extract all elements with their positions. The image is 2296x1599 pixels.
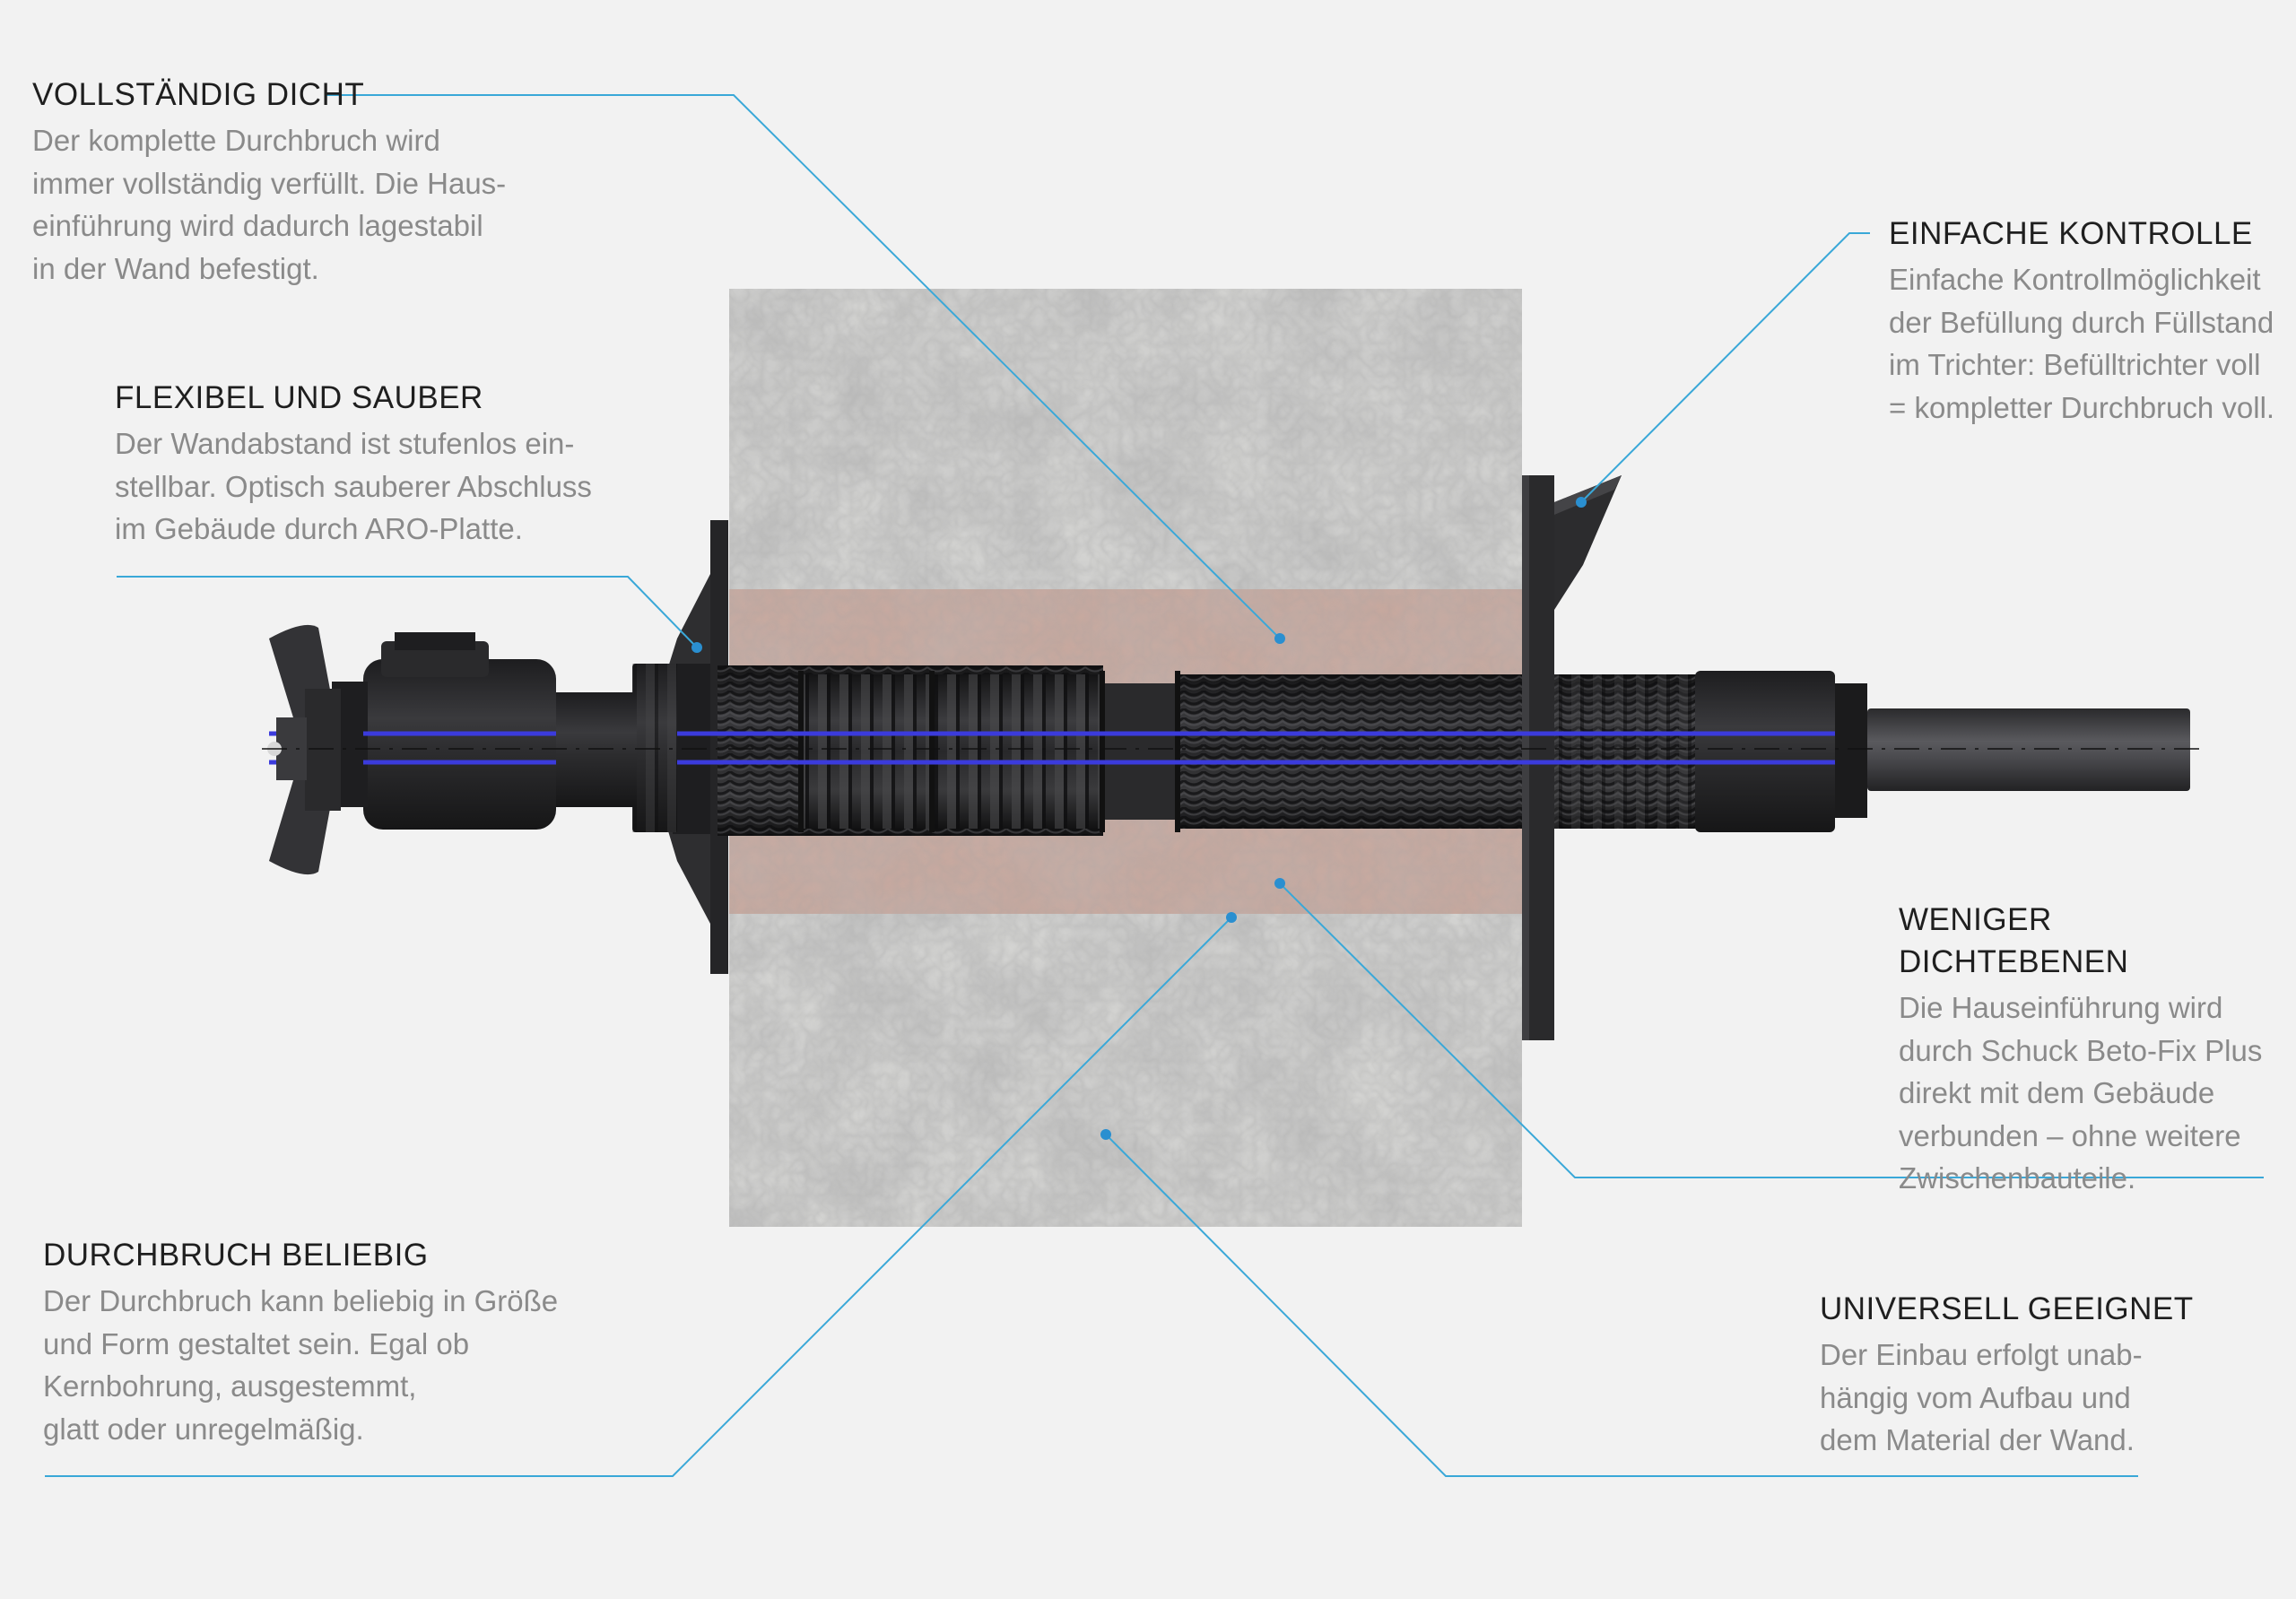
- leader-flexibel-sauber: [117, 576, 698, 648]
- callout-title: DURCHBRUCH BELIEBIG: [43, 1238, 429, 1273]
- marker-dot: [1100, 1129, 1111, 1140]
- leader-universell-geeignet: [1105, 1134, 2138, 1477]
- marker-dot: [1274, 878, 1285, 889]
- leader-weniger-dichtebenen: [1279, 882, 2264, 1178]
- leader-durchbruch-beliebig: [45, 917, 1232, 1477]
- callout-universell-geeignet: UNIVERSELL GEEIGNET Der Einbau erfolgt u…: [1820, 1288, 2196, 1462]
- callout-text: Die Hauseinführung wird durch Schuck Bet…: [1899, 991, 2263, 1195]
- callout-einfache-kontrolle: EINFACHE KONTROLLE Einfache Kontrollmögl…: [1889, 213, 2283, 429]
- marker-dots: [691, 497, 1587, 1140]
- callout-text: Der komplette Durchbruch wird immer voll…: [32, 124, 507, 285]
- callout-title: UNIVERSELL GEEIGNET: [1820, 1291, 2194, 1326]
- callout-text: Einfache Kontrollmöglichkeit der Befüllu…: [1889, 263, 2275, 424]
- marker-dot: [1226, 912, 1237, 923]
- marker-dot: [691, 642, 702, 653]
- callout-flexibel-sauber: FLEXIBEL UND SAUBER Der Wandabstand ist …: [115, 377, 689, 551]
- wing-nut-icon: [267, 624, 341, 875]
- marker-dot: [1274, 633, 1285, 644]
- leader-lines: [45, 94, 2264, 1477]
- callout-text: Der Einbau erfolgt unab- hängig vom Aufb…: [1820, 1338, 2143, 1456]
- leader-vollstaendig-dicht: [326, 94, 1281, 639]
- callout-text: Der Wandabstand ist stufenlos ein- stell…: [115, 427, 592, 545]
- house-entry-pipe: [269, 632, 2190, 836]
- outer-flange-plate: [1522, 475, 1554, 1040]
- marker-dot: [1576, 497, 1587, 508]
- callout-vollstaendig-dicht: VOLLSTÄNDIG DICHT Der komplette Durchbru…: [32, 74, 588, 290]
- callout-title: WENIGER DICHTEBENEN: [1899, 902, 2129, 979]
- callout-text: Der Durchbruch kann beliebig in Größe un…: [43, 1284, 559, 1446]
- callout-title: FLEXIBEL UND SAUBER: [115, 380, 483, 415]
- callout-title: EINFACHE KONTROLLE: [1889, 216, 2253, 251]
- leader-einfache-kontrolle: [1580, 232, 1870, 503]
- callout-durchbruch-beliebig: DURCHBRUCH BELIEBIG Der Durchbruch kann …: [43, 1234, 617, 1450]
- callout-title: VOLLSTÄNDIG DICHT: [32, 77, 365, 112]
- callout-weniger-dichtebenen: WENIGER DICHTEBENEN Die Hauseinführung w…: [1899, 899, 2275, 1200]
